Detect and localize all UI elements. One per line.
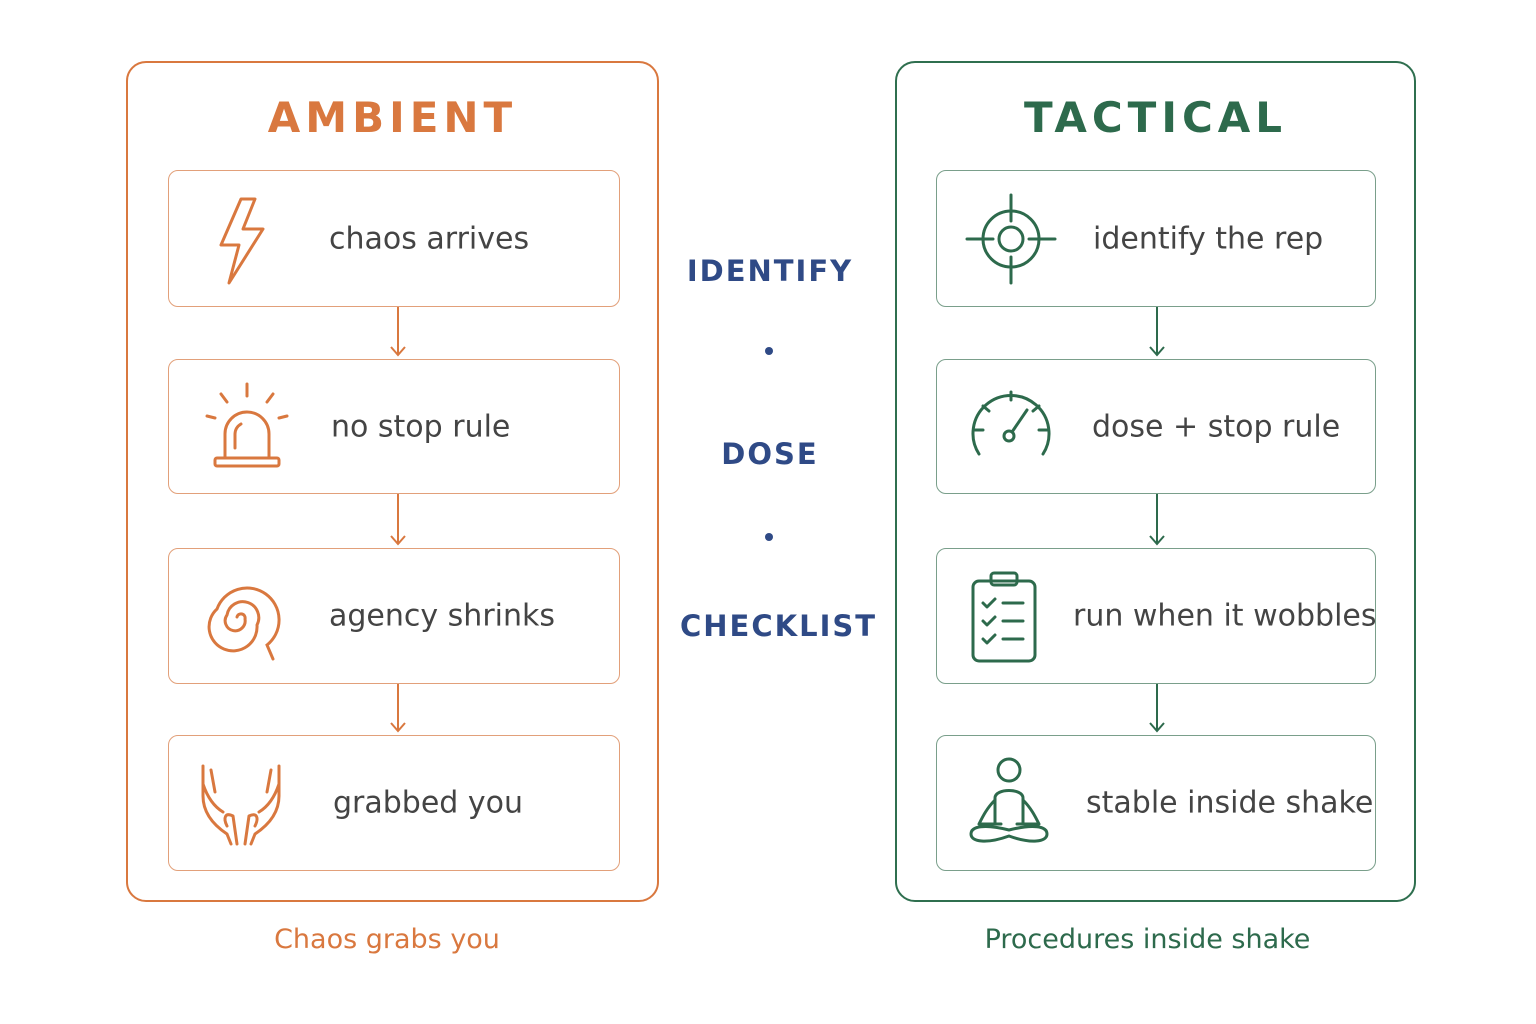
tactical-step-label: stable inside shake (1086, 785, 1374, 821)
tactical-caption: Procedures inside shake (984, 924, 1311, 955)
open-hands-icon (193, 756, 289, 852)
ambient-step-label: agency shrinks (329, 598, 556, 634)
ambient-panel: AMBIENT chaos arrives no stop rule (126, 61, 659, 902)
ambient-step-no-stop-rule: no stop rule (168, 359, 620, 494)
ambient-step-agency-shrinks: agency shrinks (168, 548, 620, 684)
tactical-arrow (1149, 307, 1165, 357)
tactical-arrow (1149, 494, 1165, 546)
tactical-step-run-when-it-wobbles: run when it wobbles (936, 548, 1377, 684)
gauge-icon (963, 378, 1059, 474)
ambient-step-chaos-arrives: chaos arrives (168, 170, 620, 307)
meditation-icon (961, 754, 1057, 850)
clipboard-checklist-icon (955, 569, 1051, 665)
tactical-arrow (1149, 684, 1165, 733)
crosshair-icon (963, 191, 1059, 287)
tactical-step-label: run when it wobbles (1073, 598, 1377, 634)
ambient-caption: Chaos grabs you (274, 924, 500, 955)
ambient-arrow (390, 494, 406, 546)
middle-item-checklist: CHECKLIST (680, 609, 878, 643)
ambient-arrow (390, 307, 406, 357)
siren-icon (201, 378, 297, 474)
spiral-icon (193, 569, 289, 665)
ambient-title: AMBIENT (267, 93, 518, 142)
ambient-arrow (390, 684, 406, 733)
tactical-step-identify-the-rep: identify the rep (936, 170, 1376, 307)
ambient-step-grabbed-you: grabbed you (168, 735, 620, 871)
ambient-step-label: chaos arrives (329, 221, 530, 256)
tactical-step-stable-inside-shake: stable inside shake (936, 735, 1376, 871)
middle-separator-dot (765, 533, 773, 541)
lightning-icon (197, 191, 293, 287)
tactical-step-label: dose + stop rule (1092, 409, 1341, 444)
ambient-step-label: grabbed you (333, 785, 524, 821)
middle-separator-dot (765, 347, 773, 355)
tactical-step-label: identify the rep (1093, 221, 1324, 256)
tactical-title: TACTICAL (1023, 93, 1288, 142)
tactical-step-dose-stop-rule: dose + stop rule (936, 359, 1376, 494)
middle-item-dose: DOSE (721, 437, 819, 471)
middle-item-identify: IDENTIFY (686, 254, 854, 288)
tactical-panel: TACTICAL identify the rep (895, 61, 1416, 902)
ambient-step-label: no stop rule (331, 409, 511, 444)
